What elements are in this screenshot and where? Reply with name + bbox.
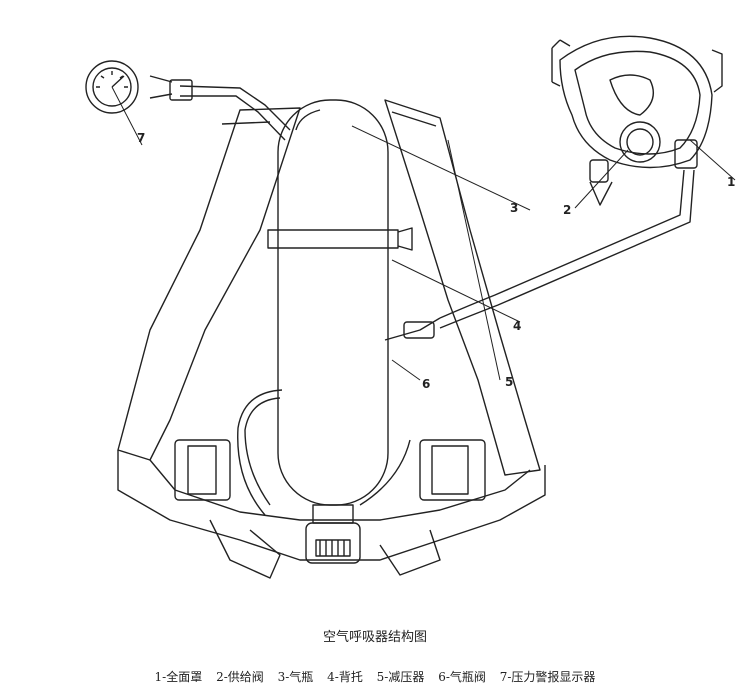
- callout-numbers: 1 2 3 4 5 6 7: [137, 131, 735, 391]
- air-cylinder: [267, 99, 413, 564]
- callout-num-4: 4: [513, 319, 521, 333]
- callout-num-3: 3: [510, 201, 518, 215]
- callout-num-1: 1: [727, 175, 735, 189]
- leader-4: [391, 259, 521, 323]
- mask-hose: [439, 169, 695, 329]
- legend-item-3: 3-气瓶: [277, 670, 314, 684]
- callout-num-7: 7: [137, 131, 145, 145]
- parts-legend: 1-全面罩 2-供给阀 3-气瓶 4-背托 5-减压器 6-气瓶阀 7-压力警报…: [0, 668, 750, 685]
- leader-lines: [111, 86, 736, 381]
- breathing-apparatus-diagram: 1 2 3 4 5 6 7: [85, 35, 736, 579]
- backplate: [117, 99, 546, 579]
- diagram-caption: 空气呼吸器结构图: [322, 630, 427, 645]
- legend-item-4: 4-背托: [327, 670, 363, 684]
- leader-2: [574, 149, 629, 209]
- pressure-gauge: [85, 60, 139, 114]
- legend-item-6: 6-气瓶阀: [438, 670, 486, 684]
- callout-num-2: 2: [563, 203, 571, 217]
- face-mask: [551, 35, 723, 206]
- callout-num-5: 5: [505, 375, 513, 389]
- callout-num-6: 6: [422, 377, 430, 391]
- gauge-hose: [149, 75, 291, 141]
- legend-item-1: 1-全面罩: [154, 670, 203, 684]
- legend-item-7: 7-压力警报显示器: [499, 670, 596, 684]
- leader-1: [689, 139, 736, 181]
- legend-item-5: 5-减压器: [376, 670, 425, 684]
- leader-6: [391, 359, 421, 381]
- leader-5: [447, 139, 501, 381]
- harness-hoses: [237, 317, 441, 516]
- leader-3: [351, 125, 531, 211]
- legend-item-2: 2-供给阀: [216, 670, 264, 684]
- leader-7: [111, 86, 143, 146]
